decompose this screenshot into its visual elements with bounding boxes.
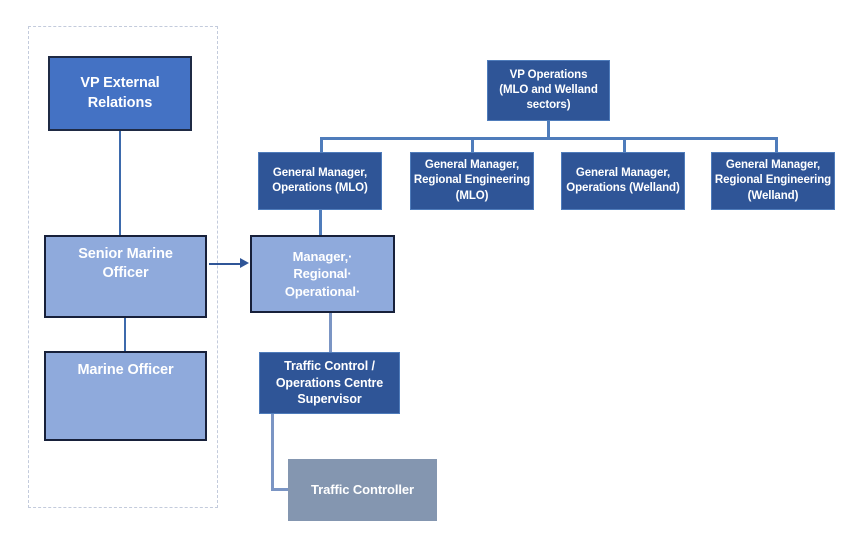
node-gm-regional-engineering-mlo[interactable]: General Manager, Regional Engineering (M… (410, 152, 534, 210)
connector-gm-operations-mlo-to-manager (319, 210, 322, 235)
node-gm-regional-engineering-welland[interactable]: General Manager, Regional Engineering (W… (711, 152, 835, 210)
connector-elbow-vertical-to-traffic-controller (271, 414, 274, 491)
connector-vp-operations-stem (547, 121, 550, 139)
node-gm-operations-welland[interactable]: General Manager, Operations (Welland) (561, 152, 685, 210)
node-vp-operations[interactable]: VP Operations (MLO and Welland sectors) (487, 60, 610, 121)
connector-drop-gm-1 (320, 137, 323, 153)
connector-manager-to-traffic-control (329, 313, 332, 352)
arrow-line-senior-marine-to-manager (209, 263, 241, 265)
node-senior-marine-officer[interactable]: Senior Marine Officer (44, 235, 207, 318)
node-vp-external-relations[interactable]: VP External Relations (48, 56, 192, 131)
connector-senior-marine-to-marine-officer (124, 318, 126, 351)
node-manager-regional-operational[interactable]: Manager,· Regional· Operational· (250, 235, 395, 313)
node-traffic-controller[interactable]: Traffic Controller (288, 459, 437, 521)
connector-general-managers-bus (320, 137, 778, 140)
connector-elbow-horizontal-to-traffic-controller (271, 488, 291, 491)
connector-vp-external-to-senior-marine (119, 131, 121, 235)
external-relations-group-container (28, 26, 218, 508)
connector-drop-gm-4 (775, 137, 778, 153)
connector-drop-gm-3 (623, 137, 626, 153)
arrow-head-icon (240, 258, 249, 268)
node-gm-operations-mlo[interactable]: General Manager, Operations (MLO) (258, 152, 382, 210)
connector-drop-gm-2 (471, 137, 474, 153)
node-traffic-control-supervisor[interactable]: Traffic Control / Operations Centre Supe… (259, 352, 400, 414)
node-marine-officer[interactable]: Marine Officer (44, 351, 207, 441)
